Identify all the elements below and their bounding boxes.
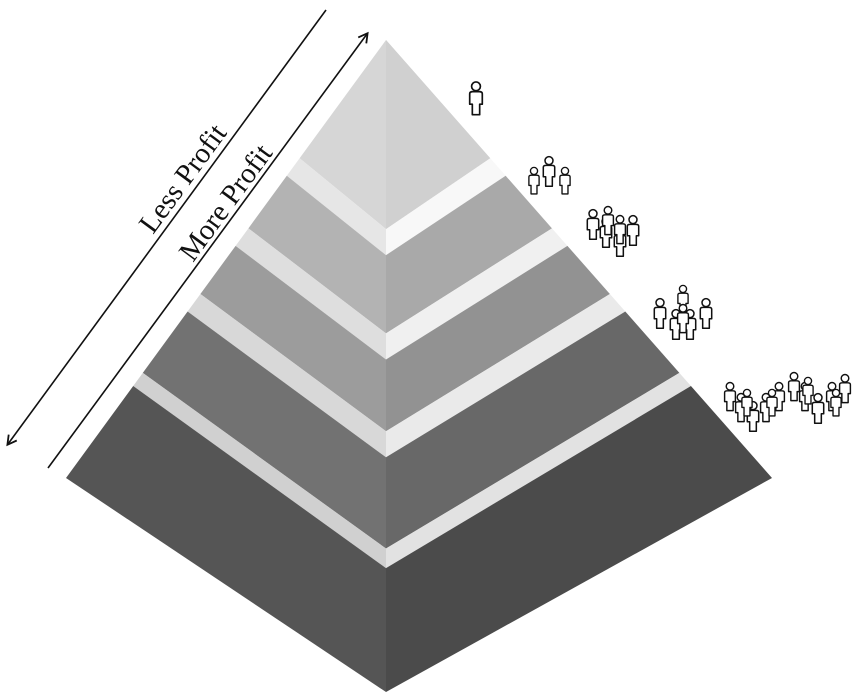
person-icon	[613, 214, 627, 245]
person-icon	[830, 388, 842, 417]
person-icon	[653, 297, 667, 330]
more-profit-arrow	[47, 31, 369, 469]
less-profit-arrow	[6, 9, 327, 447]
person-icon	[838, 373, 852, 404]
pyramid	[66, 40, 772, 692]
person-icon	[766, 388, 778, 417]
tier-2-face-right	[386, 175, 552, 334]
tier-2-face-left	[248, 175, 386, 334]
tier-4-band-right	[386, 372, 691, 569]
tier-2-band-right	[386, 228, 568, 360]
tier-3-face-right	[386, 245, 610, 432]
tier-3-band-left	[187, 294, 386, 458]
person-icon	[802, 376, 814, 405]
tier-4-face-left	[142, 311, 386, 549]
tier-4-band-left	[133, 372, 386, 569]
person-icon	[626, 214, 640, 247]
person-icon	[787, 371, 801, 402]
person-icon	[468, 81, 484, 116]
person-icon	[586, 208, 600, 241]
tier-3-band-right	[386, 294, 626, 458]
person-icon	[601, 205, 615, 236]
tier-2-band-left	[235, 228, 386, 360]
tier-5-face-left	[66, 386, 386, 692]
person-icon	[559, 166, 571, 195]
tier-3-face-left	[200, 245, 386, 432]
tier-1-face-right	[386, 40, 491, 230]
tier-1-band-right	[386, 158, 506, 256]
tier-5-face-right	[386, 386, 772, 692]
person-icon	[676, 303, 690, 334]
person-icon	[811, 392, 825, 425]
person-icon	[528, 166, 540, 195]
person-icon	[542, 155, 556, 188]
person-icon	[723, 381, 737, 412]
people-groups	[468, 81, 852, 433]
tier-1-band-left	[286, 158, 386, 256]
tier-4-face-right	[386, 311, 680, 549]
person-icon	[741, 388, 753, 417]
person-icon	[699, 297, 713, 330]
